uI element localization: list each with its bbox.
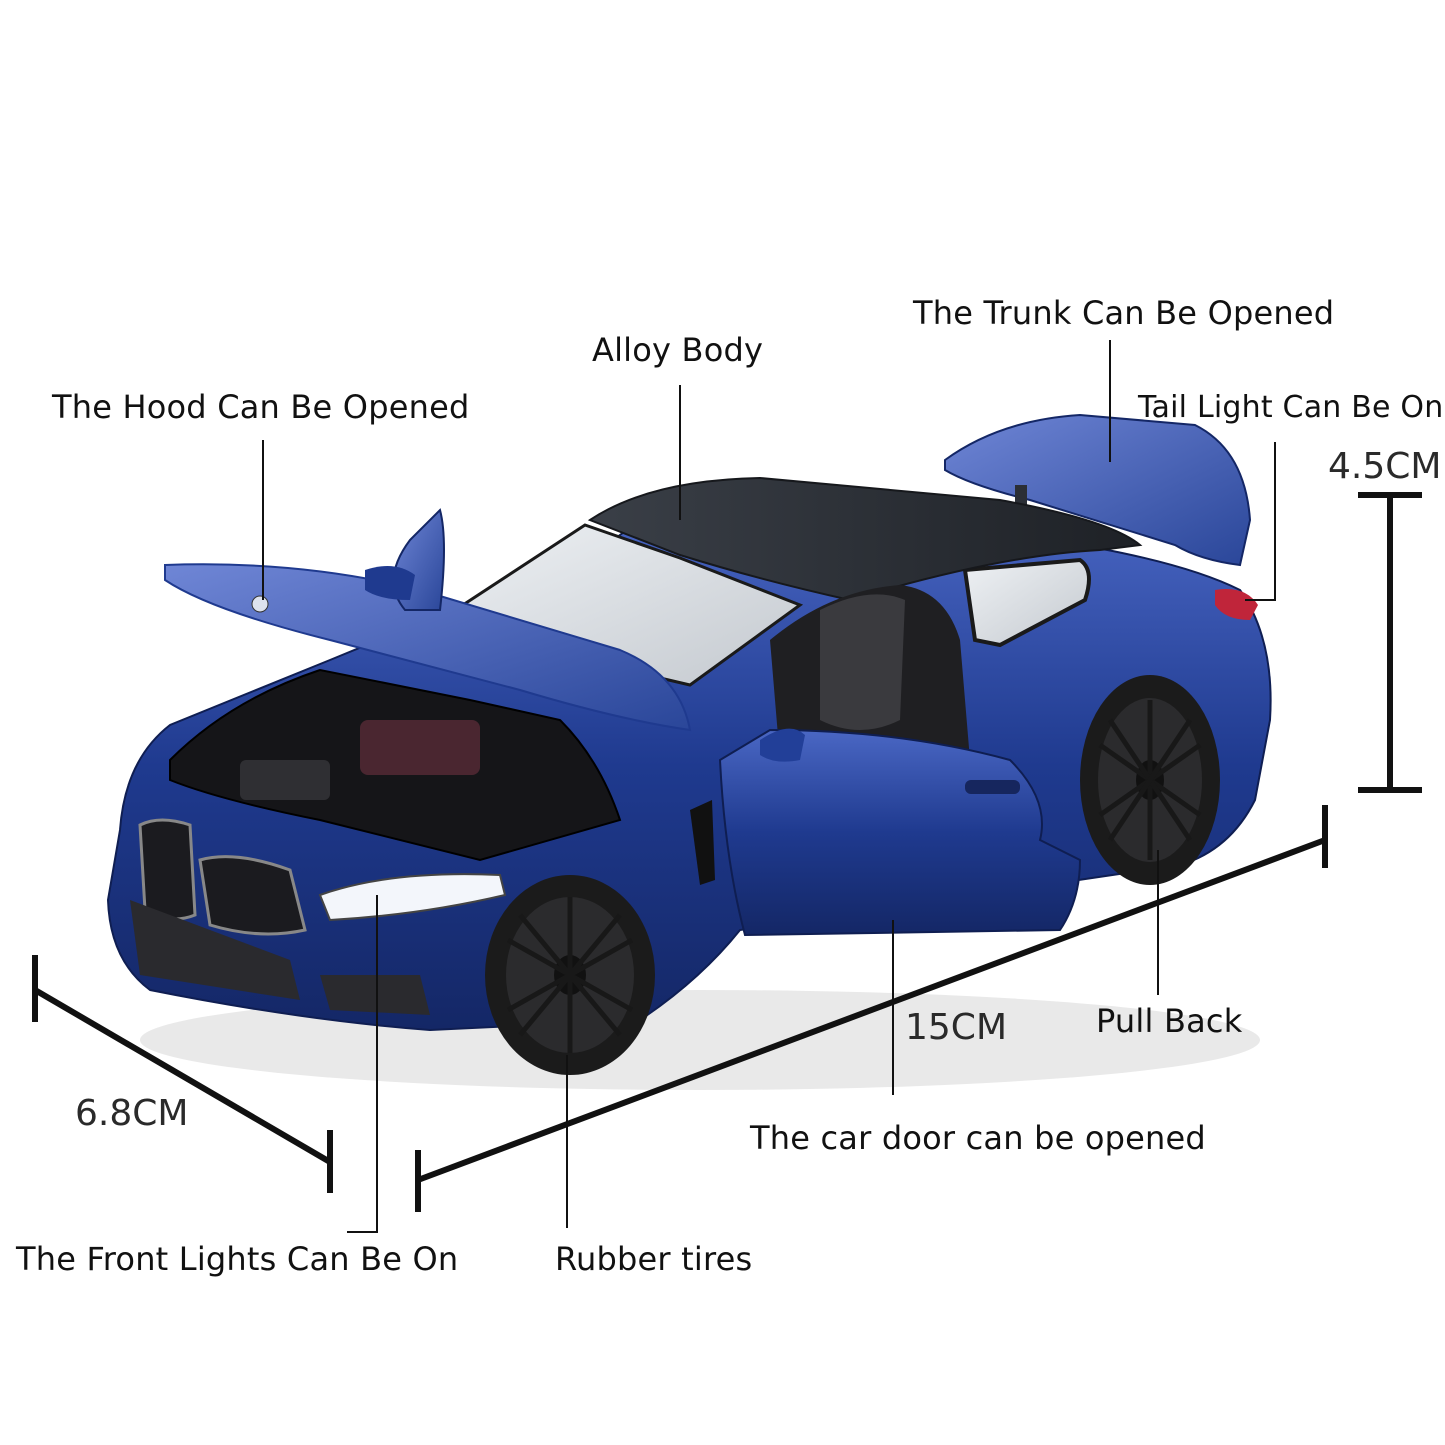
- width-dimension-label: 6.8CM: [75, 1093, 189, 1134]
- side-mirror: [365, 566, 415, 600]
- tail-light-label: Tail Light Can Be On: [1138, 390, 1444, 425]
- pull-back-label: Pull Back: [1096, 1002, 1243, 1040]
- hood-badge: [251, 595, 269, 613]
- carbon-roof: [587, 476, 1143, 602]
- length-dim-line: [416, 837, 1327, 1183]
- front-lights-leader: [347, 895, 378, 1233]
- callout-lines: [262, 340, 1276, 1233]
- alloy-body-label: Alloy Body: [592, 331, 764, 369]
- front-lights-label: The Front Lights Can Be On: [16, 1240, 459, 1278]
- rear-side-window: [962, 557, 1091, 648]
- seat-back: [820, 594, 905, 730]
- car-door-label: The car door can be opened: [750, 1119, 1206, 1157]
- lower-intake: [130, 900, 300, 1000]
- door-handle: [965, 780, 1020, 794]
- door-mirror: [760, 728, 805, 762]
- height-dimension-label: 4.5CM: [1328, 446, 1442, 487]
- engine-part: [240, 760, 330, 800]
- trunk-lid: [944, 413, 1252, 567]
- rubber-tires-label: Rubber tires: [555, 1240, 753, 1278]
- engine-cover: [360, 720, 480, 775]
- hood-panel: [164, 563, 692, 732]
- hood-label: The Hood Can Be Opened: [52, 388, 470, 426]
- front-wheel: [485, 875, 655, 1075]
- side-vent: [690, 800, 715, 885]
- tail-light: [1215, 589, 1258, 620]
- trunk-label: The Trunk Can Be Opened: [913, 294, 1335, 332]
- width-dim-line: [33, 987, 332, 1165]
- dimension-lines: [32, 492, 1422, 1212]
- side-intake: [320, 975, 430, 1015]
- rear-wheel: [1080, 675, 1220, 885]
- tail-light-leader: [1245, 442, 1276, 601]
- kidney-grille-right: [198, 855, 307, 936]
- kidney-grille-left: [138, 818, 197, 921]
- length-dimension-label: 15CM: [905, 1007, 1008, 1048]
